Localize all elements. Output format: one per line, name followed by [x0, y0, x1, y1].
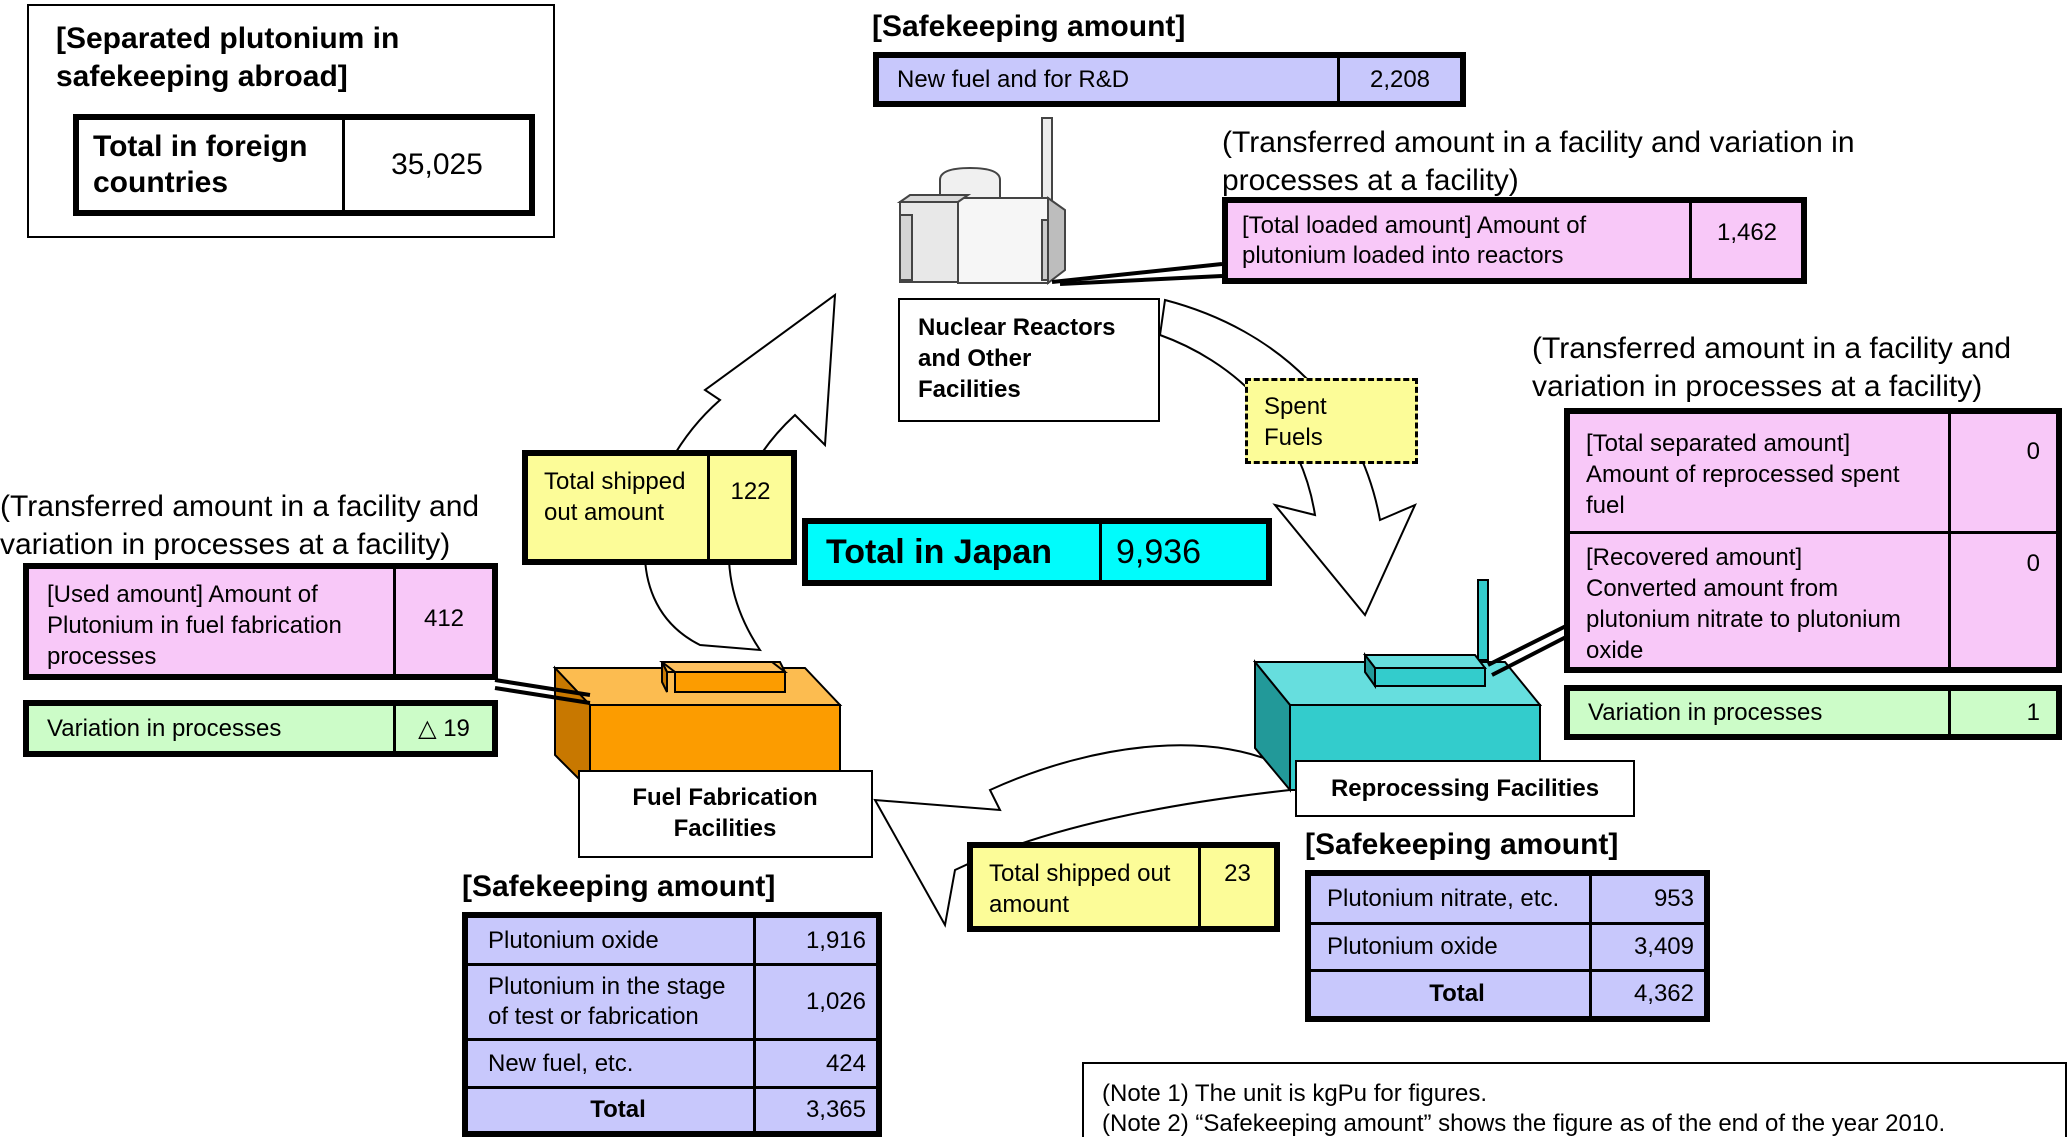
total-japan-label: Total in Japan	[826, 532, 1053, 571]
reprocessing-transfer-caption: (Transferred amount in a facility and va…	[1532, 332, 2012, 403]
divider	[393, 706, 396, 751]
reactors-facility-box: Nuclear Reactors and Other Facilities	[898, 298, 1160, 422]
reactors-safekeeping-label: New fuel and for R&D	[897, 65, 1130, 93]
total-japan-table: Total in Japan 9,936	[802, 518, 1272, 586]
fabrication-variation-table: Variation in processes △ 19	[23, 700, 498, 757]
reprocessing-recovered-value: 0	[2026, 550, 2040, 577]
reprocessing-separated-value: 0	[2026, 437, 2040, 465]
fabrication-row-2-value: 1,026	[805, 988, 866, 1015]
abroad-title: [Separated plutonium in safekeeping abro…	[56, 22, 400, 93]
reprocessing-row-1-label: Plutonium nitrate, etc.	[1327, 885, 1560, 912]
fabrication-row-3-value: 424	[825, 1049, 866, 1077]
divider	[342, 120, 345, 210]
reprocessing-variation-table: Variation in processes 1	[1564, 685, 2062, 740]
divider	[753, 918, 756, 1131]
fabrication-transfer-caption: (Transferred amount in a facility and va…	[0, 490, 480, 561]
divider	[1570, 531, 2056, 534]
fabrication-row-4-label: Total	[590, 1096, 646, 1123]
reactors-loaded-label: [Total loaded amount] Amount of plutoniu…	[1242, 211, 1587, 269]
divider	[1311, 922, 1704, 925]
cycle-arrow-reprocessing-to-fabrication	[873, 744, 1291, 928]
reactors-safekeeping-title: [Safekeeping amount]	[872, 10, 1186, 43]
reprocessing-facility-box: Reprocessing Facilities	[1295, 760, 1635, 817]
reprocessing-recovered-label: [Recovered amount] Converted amount from…	[1586, 544, 1901, 664]
reprocessing-row-3-value: 4,362	[1633, 980, 1694, 1007]
reprocessing-row-1-value: 953	[1653, 885, 1694, 912]
fabrication-safekeeping-title: [Safekeeping amount]	[462, 870, 776, 903]
divider	[468, 1086, 876, 1089]
shipped-left-value: 122	[730, 478, 771, 505]
abroad-total-label: Total in foreign countries	[93, 130, 308, 199]
reprocessing-row-2-label: Plutonium oxide	[1327, 933, 1498, 960]
total-japan-value: 9,936	[1116, 532, 1202, 571]
cycle-arrow-reactors-to-reprocessing	[1158, 298, 1417, 617]
shipped-bottom-table: Total shipped out amount 23	[967, 842, 1280, 932]
fabrication-variation-label: Variation in processes	[47, 714, 282, 742]
reactors-safekeeping-table: New fuel and for R&D 2,208	[873, 52, 1466, 107]
reprocessing-variation-label: Variation in processes	[1588, 698, 1823, 726]
fabrication-row-2-label: Plutonium in the stage of test or fabric…	[488, 973, 726, 1030]
divider	[1589, 876, 1592, 1016]
shipped-left-label: Total shipped out amount	[544, 468, 686, 526]
reactors-loaded-table: [Total loaded amount] Amount of plutoniu…	[1222, 197, 1807, 284]
reprocessing-row-2-value: 3,409	[1633, 933, 1694, 960]
note-1: (Note 1) The unit is kgPu for figures.	[1102, 1080, 1488, 1107]
divider	[1948, 691, 1951, 734]
spent-fuels-box: Spent Fuels	[1245, 378, 1418, 464]
fabrication-safekeeping-table: Plutonium oxide 1,916 Plutonium in the s…	[462, 912, 882, 1137]
shipped-left-table: Total shipped out amount 122	[522, 450, 797, 565]
divider	[707, 456, 710, 559]
divider	[468, 1038, 876, 1041]
divider	[1689, 203, 1692, 278]
reprocessing-separated-label: [Total separated amount] Amount of repro…	[1586, 430, 1900, 519]
shipped-bottom-value: 23	[1224, 860, 1251, 887]
reprocessing-facility-label: Reprocessing Facilities	[1330, 774, 1600, 802]
reactors-facility-label: Nuclear Reactors and Other Facilities	[918, 314, 1116, 403]
spent-fuels-label: Spent Fuels	[1264, 393, 1327, 451]
note-2: (Note 2) “Safekeeping amount” shows the …	[1102, 1110, 1946, 1137]
fabrication-used-table: [Used amount] Amount of Plutonium in fue…	[23, 563, 498, 680]
abroad-total-table: Total in foreign countries 35,025	[73, 114, 535, 216]
reprocessing-building-icon	[1252, 579, 1543, 793]
shipped-bottom-label: Total shipped out amount	[989, 860, 1171, 918]
divider	[1198, 848, 1201, 926]
divider	[393, 569, 396, 674]
reactors-safekeeping-value: 2,208	[1369, 65, 1431, 93]
fabrication-row-1-label: Plutonium oxide	[488, 926, 659, 954]
fabrication-facility-label: Fuel Fabrication Facilities	[632, 784, 818, 842]
abroad-total-value: 35,025	[391, 148, 483, 181]
fabrication-row-4-value: 3,365	[805, 1096, 866, 1123]
reactors-transfer-caption: (Transferred amount in a facility and va…	[1222, 126, 1855, 197]
divider	[1948, 414, 1951, 667]
notes-box: (Note 1) The unit is kgPu for figures. (…	[1082, 1062, 2067, 1137]
reactors-loaded-value: 1,462	[1716, 219, 1778, 246]
reprocessing-safekeeping-table: Plutonium nitrate, etc. 953 Plutonium ox…	[1305, 870, 1710, 1022]
fabrication-used-value: 412	[423, 605, 465, 632]
divider	[1099, 524, 1102, 580]
fabrication-row-1-value: 1,916	[805, 926, 866, 954]
divider	[1311, 969, 1704, 972]
divider	[1337, 58, 1340, 101]
reprocessing-row-3-label: Total	[1429, 980, 1485, 1007]
abroad-panel: [Separated plutonium in safekeeping abro…	[27, 4, 555, 238]
divider	[468, 963, 876, 966]
fabrication-used-label: [Used amount] Amount of Plutonium in fue…	[47, 581, 342, 670]
reactor-building-icon	[896, 117, 1066, 286]
fabrication-facility-box: Fuel Fabrication Facilities	[578, 770, 873, 858]
reprocessing-safekeeping-title: [Safekeeping amount]	[1305, 828, 1619, 861]
fabrication-variation-value: △ 19	[418, 715, 470, 742]
reprocessing-variation-value: 1	[2026, 698, 2040, 726]
fabrication-row-3-label: New fuel, etc.	[488, 1049, 634, 1077]
reprocessing-amounts-table: [Total separated amount] Amount of repro…	[1564, 408, 2062, 673]
